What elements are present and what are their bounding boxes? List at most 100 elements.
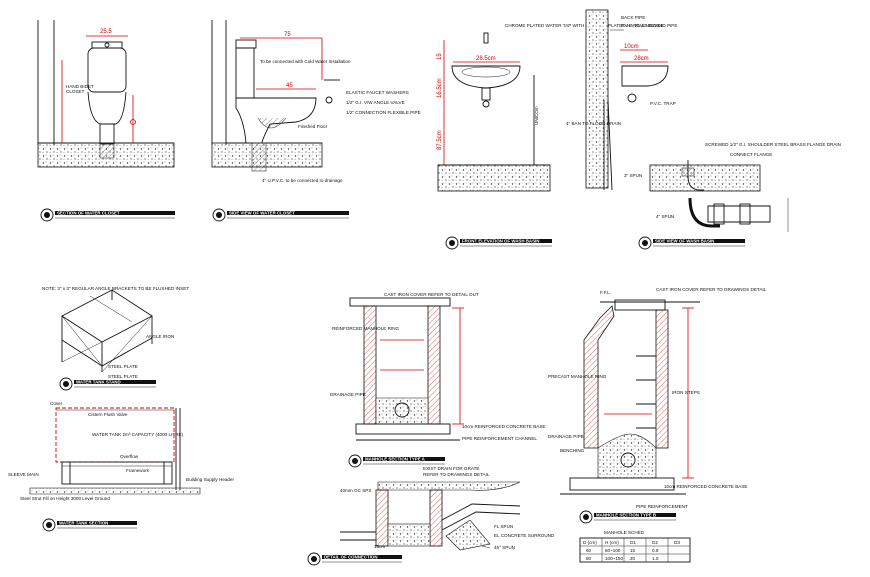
basin-front-vdim-3: 87.5cm xyxy=(437,130,443,150)
manhole-2-detail: F.F.L. CAST IRON COVER REFER TO DRAWINGS… xyxy=(548,287,767,509)
manhole-1-label-3: DRAINAGE PIPE xyxy=(330,392,366,397)
manhole-2-label-1: F.F.L. xyxy=(600,290,611,295)
tank-section-label-8: Steel Strut Fill on Height 3000 Level Gr… xyxy=(20,496,110,501)
wc-front-width-dim: 25.5 xyxy=(100,29,112,35)
manhole-table-title: MANHOLE SCHED xyxy=(604,530,645,535)
manhole-2-title xyxy=(579,510,676,524)
table-header-5: D3 xyxy=(674,540,680,545)
basin-side-label-2: P.V.C. PLUG BEHIND PIPE xyxy=(621,23,677,28)
tank-stand-label-2: STEEL PLATE xyxy=(108,364,138,369)
wc-side-detail: 75 45 To be connected with Cold Water In… xyxy=(211,20,421,183)
table-header-3: D1 xyxy=(630,540,636,545)
manhole-1-title xyxy=(348,454,445,468)
manhole-1-label-2: REINFORCED MANHOLE RING xyxy=(332,326,400,331)
manhole-1-detail: CAST IRON COVER REFER TO DETAIL OUT REIN… xyxy=(330,292,545,441)
basin-side-dim-1: 10cm xyxy=(624,44,639,50)
connection-label-4: EL CONCRETE SURROUND xyxy=(494,533,555,538)
basin-side-label-1: BACK PIPE xyxy=(621,15,645,20)
manhole-2-label-5: DRAINAGE PIPE xyxy=(548,434,584,439)
wc-side-label-4: 1/2" CONNECTION FLEXIBLE PIPE xyxy=(346,110,421,115)
manhole-1-label-1: CAST IRON COVER REFER TO DETAIL OUT xyxy=(384,292,479,297)
basin-front-vdim-1: 15 xyxy=(437,53,443,60)
manhole-2-label-7: 10cm REINFORCED CONCRETE BASE xyxy=(664,484,747,489)
table-cell-r2c2: 100~150 xyxy=(605,556,623,561)
wc-front-label-2: CLOSET xyxy=(66,89,85,94)
tank-section-label-6: Building Supply Header xyxy=(186,477,234,482)
basin-side-title xyxy=(638,236,745,250)
tank-section-label-5: Framework xyxy=(126,468,150,473)
table-cell-r1c3: 15 xyxy=(630,548,636,553)
tank-section-label-3: WATER TANK 2m³ CAPACITY (4000 LITRE) xyxy=(92,432,184,437)
connection-label-3: FL SPUN xyxy=(494,524,513,529)
wc-front-detail: 25.5 HAND BIDET CLOSET xyxy=(37,20,175,168)
manhole-2-label-4: IRON STEPS xyxy=(672,390,700,395)
basin-front-vdim-4: UNICOm xyxy=(534,106,539,125)
basin-side-label-5: 3" SPUN xyxy=(624,173,642,178)
manhole-2-label-2: CAST IRON COVER REFER TO DRAWINGS DETAIL xyxy=(656,287,767,292)
connection-title xyxy=(307,552,402,566)
tank-section-label-2: Cistern Flush Valve xyxy=(88,412,128,417)
manhole-schedule-table: MANHOLE SCHED D (cm) H (cm) D1 D2 D3 60 … xyxy=(579,530,691,563)
wc-side-label-2: ELASTIC FAUCET WASHERS xyxy=(346,90,409,95)
tank-section-label-1: Cover xyxy=(50,401,63,406)
title-6: WATER TANK SECTION xyxy=(59,521,108,526)
basin-side-detail: 10cm 28cm BACK PIPE P.V.C. PLUG BEHIND P… xyxy=(566,9,841,232)
tank-section-title xyxy=(42,518,137,532)
title-2: SIDE VIEW OF WATER CLOSET xyxy=(229,211,295,216)
basin-side-dim-2: 28cm xyxy=(634,56,649,62)
table-cell-r1c1: 60 xyxy=(586,548,592,553)
tank-section-detail: Cover Cistern Flush Valve WATER TANK 2m³… xyxy=(8,401,234,501)
connection-label-7: 15cm xyxy=(374,544,385,549)
table-cell-r2c4: 1.0 xyxy=(652,556,659,561)
manhole-1-label-5: PIPE REINFORCEMENT CHANNEL xyxy=(462,436,537,441)
tank-section-label-7: SLEEVE MAIN xyxy=(8,472,39,477)
table-cell-r1c4: 0.8 xyxy=(652,548,659,553)
table-header-2: H (cm) xyxy=(605,540,619,545)
wc-side-label-3: 1/2" G.I. V/W ANGLE VALVE xyxy=(346,100,405,105)
title-1: SECTION OF WATER CLOSET xyxy=(57,211,120,216)
basin-side-label-8: 4" SPUN xyxy=(656,214,674,219)
wc-front-label-1: HAND BIDET xyxy=(66,84,94,89)
wc-side-title xyxy=(212,208,349,222)
basin-front-detail: 28.5cm 15 16.5cm 87.5cm UNICOm CHROME PL… xyxy=(437,23,664,192)
table-cell-r2c1: 80 xyxy=(586,556,592,561)
basin-front-title xyxy=(445,236,552,250)
table-cell-r1c2: 60~100 xyxy=(605,548,621,553)
basin-side-label-7: CONNECT FLANGE xyxy=(730,152,772,157)
tank-stand-detail: NOTE: 3" x 3" REGULAR ANGLE BRACKETS TO … xyxy=(42,286,189,379)
tank-stand-label-1: ANGLE IRON xyxy=(146,334,174,339)
basin-front-label-1: CHROME PLATED WATER TAP WITH CERAMIC PLA… xyxy=(505,23,664,28)
title-4: SIDE VIEW OF WASH BASIN xyxy=(655,239,714,244)
basin-side-label-6: SCREWED 1/2" G.I. SHOULDER STEEL BRASS F… xyxy=(705,142,841,147)
wc-side-label-5: Finished Floor xyxy=(298,124,328,129)
basin-front-width-dim: 28.5cm xyxy=(476,56,496,62)
tank-stand-label-3: STEEL PLATE xyxy=(108,374,138,379)
title-9: MANHOLE SECTION TYPE B xyxy=(596,513,656,518)
wc-front-title xyxy=(40,208,175,222)
tank-stand-title xyxy=(59,377,156,391)
connection-label-2: REFER TO DRAWINGS DETAIL xyxy=(423,472,490,477)
connection-label-6: 40mm GC SPS xyxy=(340,488,371,493)
wc-side-label-1: To be connected with Cold Water Installa… xyxy=(260,59,351,64)
basin-front-vdim-2: 16.5cm xyxy=(437,78,443,98)
table-header-1: D (cm) xyxy=(583,540,597,545)
connection-label-5: 45° SPUN xyxy=(494,545,515,550)
manhole-2-label-3: PRECAST MANHOLE RING xyxy=(548,374,607,379)
title-bar-texts: SECTION OF WATER CLOSET SIDE VIEW OF WAT… xyxy=(57,211,714,560)
tank-section-label-4: Overflow xyxy=(120,454,139,459)
title-8: DETAIL OF CONNECTION xyxy=(324,555,378,560)
wc-side-label-6: 4" U.P.V.C. to be connected to drainage xyxy=(262,178,343,183)
manhole-1-label-4: 10cm REINFORCED CONCRETE BASE xyxy=(462,424,545,429)
table-cell-r2c3: 20 xyxy=(630,556,636,561)
title-7: MANHOLE SECTION TYPE A xyxy=(365,457,426,462)
basin-side-label-3: P.V.C. TRAP xyxy=(650,101,676,106)
manhole-2-label-8: PIPE REINFORCEMENT xyxy=(636,504,688,509)
basin-side-label-4: 4" BAN TO FLOOR DRAIN xyxy=(566,121,621,126)
title-5: WATER TANK STAND xyxy=(76,380,121,385)
table-header-4: D2 xyxy=(652,540,658,545)
manhole-2-label-6: BENCHING xyxy=(560,448,585,453)
wc-side-mid-dim: 45 xyxy=(286,83,293,89)
connection-detail: EXIST DRAIN FOR GRATE REFER TO DRAWINGS … xyxy=(340,466,555,551)
connection-label-1: EXIST DRAIN FOR GRATE xyxy=(423,466,480,471)
tank-stand-note: NOTE: 3" x 3" REGULAR ANGLE BRACKETS TO … xyxy=(42,286,189,291)
